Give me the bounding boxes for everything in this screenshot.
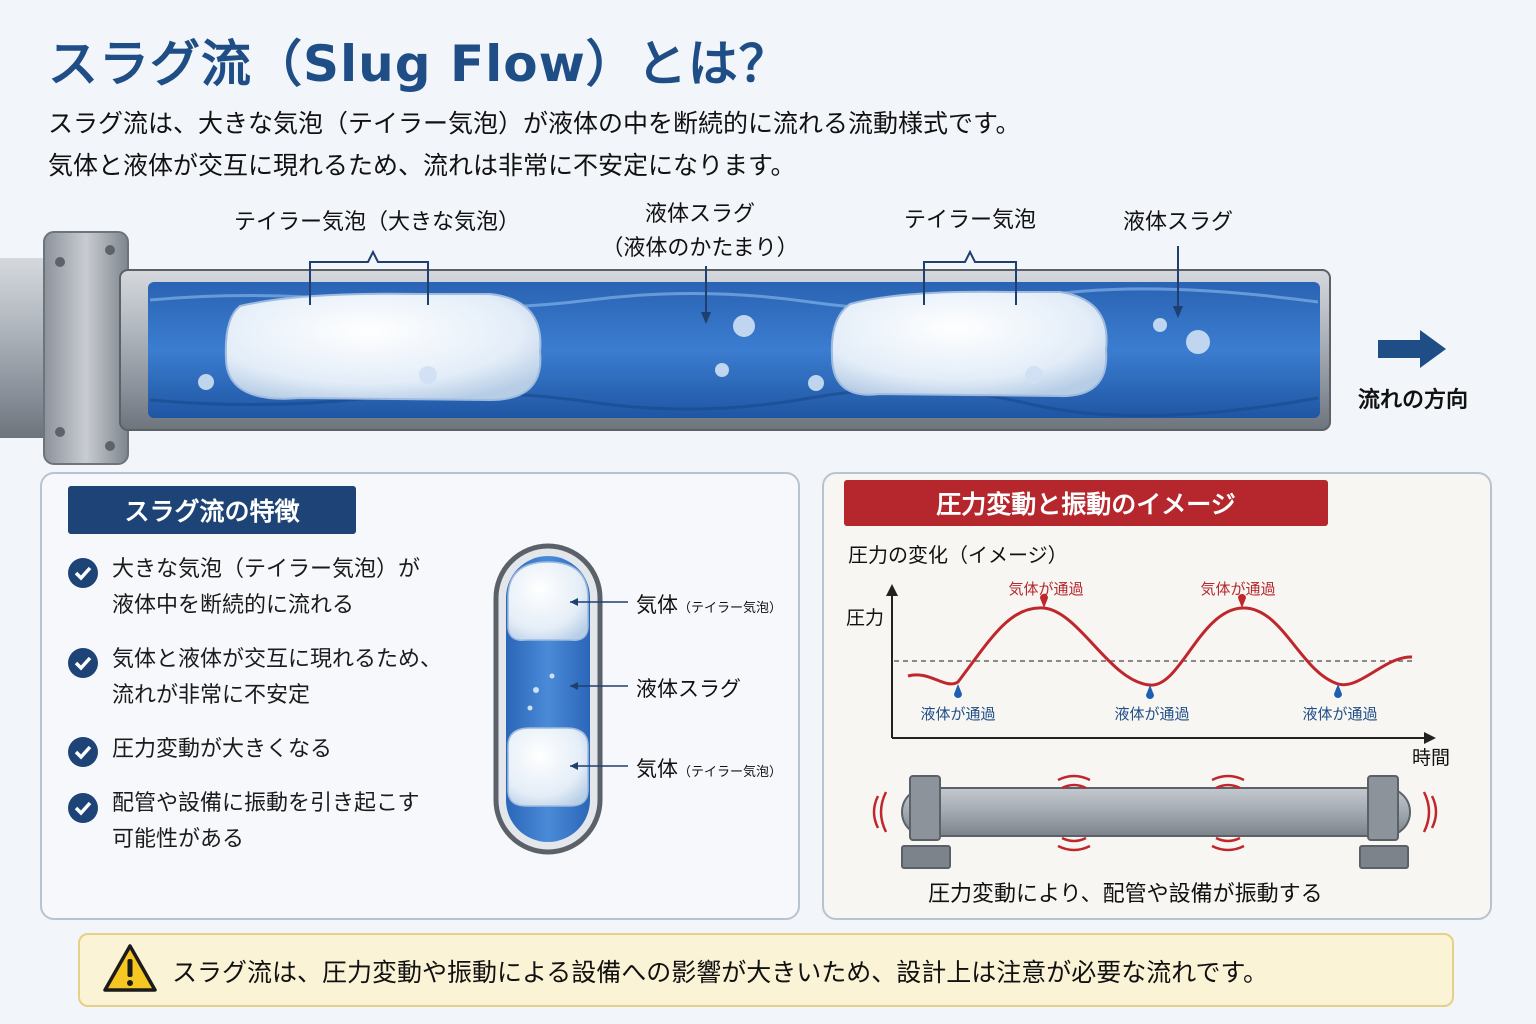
bracket-taylor-1 bbox=[309, 249, 429, 305]
capsule-gas-label-bottom-text: 気体 bbox=[636, 757, 678, 781]
feature-item-2: 気体と液体が交互に現れるため、 流れが非常に不安定 bbox=[112, 642, 442, 714]
small-bubble bbox=[1025, 366, 1043, 384]
small-bubble bbox=[549, 673, 555, 679]
y-axis-label: 圧力 bbox=[846, 607, 884, 629]
label-taylor-bubble-1: テイラー気泡（大きな気泡） bbox=[233, 210, 520, 235]
pointer-gas-bottom-head bbox=[570, 762, 578, 770]
small-bubble bbox=[527, 705, 533, 711]
small-bubble bbox=[715, 363, 729, 377]
x-axis-arrow bbox=[1424, 732, 1436, 744]
pointer-liquid-head bbox=[570, 682, 578, 690]
capsule-gas-label-top: 気体（テイラー気泡） bbox=[636, 589, 782, 619]
label-liquid-slug-1: 液体スラグ （液体のかたまり） bbox=[590, 198, 810, 266]
label-taylor-bubble-2: テイラー気泡 bbox=[903, 208, 1036, 233]
trough-marker bbox=[954, 684, 962, 698]
pressure-chart: 圧力の変化（イメージ） 圧力 時間 気体が通過 気体が通過 液体が通過 液体が通… bbox=[846, 543, 1450, 769]
peak-label: 気体が通過 bbox=[1200, 580, 1275, 598]
pointer-slug-2-head bbox=[1173, 306, 1183, 318]
check-icon bbox=[68, 558, 98, 588]
vibration-caption: 圧力変動により、配管や設備が振動する bbox=[928, 882, 1323, 907]
pipe-support-base-left bbox=[901, 845, 951, 869]
vibration-mark-bottom bbox=[1211, 836, 1245, 852]
flange-bolt bbox=[55, 257, 65, 267]
bracket-taylor-2 bbox=[923, 249, 1017, 305]
vibration-mark-right bbox=[1422, 791, 1438, 833]
flange-bolt bbox=[105, 245, 115, 255]
check-icon bbox=[68, 793, 98, 823]
wave-shadow bbox=[149, 387, 1319, 418]
warning-text: スラグ流は、圧力変動や振動による設備への影響が大きいため、設計上は注意が必要な流… bbox=[172, 958, 1269, 987]
small-bubble bbox=[808, 375, 824, 391]
vibration-mark-left bbox=[872, 791, 888, 833]
features-heading: スラグ流の特徴 bbox=[68, 486, 356, 534]
flow-direction-arrow-icon bbox=[1378, 330, 1446, 368]
warning-triangle-icon bbox=[103, 944, 157, 992]
peak-marker bbox=[1238, 594, 1246, 608]
feature-item-3: 圧力変動が大きくなる bbox=[112, 732, 332, 768]
check-icon bbox=[68, 737, 98, 767]
vibration-mark-bottom bbox=[1057, 836, 1091, 852]
capsule-gas-label-bottom: 気体（テイラー気泡） bbox=[636, 753, 782, 783]
chart-title: 圧力の変化（イメージ） bbox=[848, 543, 1068, 567]
capsule-gas-note-top: （テイラー気泡） bbox=[678, 601, 783, 616]
check-icon bbox=[68, 648, 98, 678]
vibrating-pipe bbox=[901, 787, 1411, 837]
pipe-support-left bbox=[909, 775, 941, 841]
pipe-support-base-right bbox=[1359, 845, 1409, 869]
feature-item-2-line2: 流れが非常に不安定 bbox=[112, 683, 311, 708]
label-liquid-slug-1-line1: 液体スラグ bbox=[644, 202, 755, 227]
capsule-gas-label-top-text: 気体 bbox=[636, 593, 678, 617]
vibration-mark-top bbox=[1211, 774, 1245, 790]
feature-item-1-line1: 大きな気泡（テイラー気泡）が bbox=[112, 557, 421, 582]
pipe-support-right bbox=[1367, 775, 1399, 841]
trough-marker bbox=[1146, 685, 1154, 699]
feature-item-2-line1: 気体と液体が交互に現れるため、 bbox=[112, 647, 443, 672]
capsule-gas-note-bottom: （テイラー気泡） bbox=[678, 765, 783, 780]
pointer-gas-top-head bbox=[570, 598, 578, 606]
feature-item-4-line1: 配管や設備に振動を引き起こす bbox=[112, 791, 420, 816]
feature-item-3-line1: 圧力変動が大きくなる bbox=[112, 737, 333, 762]
pressure-heading: 圧力変動と振動のイメージ bbox=[844, 480, 1328, 526]
trough-label: 液体が通過 bbox=[920, 705, 995, 723]
page-title: スラグ流（Slug Flow）とは？ bbox=[48, 35, 790, 93]
small-bubble bbox=[198, 374, 214, 390]
taylor-bubble-2 bbox=[830, 290, 1108, 398]
small-bubble bbox=[1153, 318, 1167, 332]
flange-bolt bbox=[105, 441, 115, 451]
capsule-liquid-label: 液体スラグ bbox=[636, 677, 741, 701]
capsule-gas-bubble-bottom bbox=[507, 727, 589, 807]
pressure-line bbox=[907, 606, 1413, 687]
small-bubble bbox=[733, 315, 755, 337]
label-liquid-slug-1-line2: （液体のかたまり） bbox=[601, 236, 799, 261]
pipe-illustration bbox=[0, 231, 1446, 465]
capsule-gas-bubble-top bbox=[507, 561, 589, 641]
feature-item-4-line2: 可能性がある bbox=[112, 827, 245, 852]
warning-banner bbox=[78, 933, 1454, 1007]
vibration-mark-top bbox=[1057, 774, 1091, 790]
flow-direction-label: 流れの方向 bbox=[1358, 388, 1469, 413]
peak-label: 気体が通過 bbox=[1008, 580, 1083, 598]
vibrating-pipe-illustration bbox=[872, 774, 1438, 869]
trough-label: 液体が通過 bbox=[1114, 705, 1189, 723]
small-bubble bbox=[419, 366, 437, 384]
feature-item-1-line2: 液体中を断続的に流れる bbox=[112, 593, 355, 618]
small-bubble bbox=[533, 687, 539, 693]
pointer-slug-1-head bbox=[701, 312, 711, 324]
label-liquid-slug-2: 液体スラグ bbox=[1122, 210, 1233, 235]
trough-marker bbox=[1334, 684, 1342, 698]
taylor-bubble-1 bbox=[224, 292, 542, 402]
feature-item-4: 配管や設備に振動を引き起こす 可能性がある bbox=[112, 786, 420, 858]
small-bubble bbox=[1186, 330, 1210, 354]
trough-label: 液体が通過 bbox=[1302, 705, 1377, 723]
intro-line-1: スラグ流は、大きな気泡（テイラー気泡）が液体の中を断続的に流れる流動様式です。 bbox=[48, 109, 1021, 138]
features-panel bbox=[40, 472, 800, 920]
feature-item-1: 大きな気泡（テイラー気泡）が 液体中を断続的に流れる bbox=[112, 552, 420, 624]
flange-bolt bbox=[55, 427, 65, 437]
peak-marker bbox=[1040, 594, 1048, 608]
intro-line-2: 気体と液体が交互に現れるため、流れは非常に不安定になります。 bbox=[48, 151, 796, 180]
x-axis-label: 時間 bbox=[1412, 747, 1450, 769]
vertical-slug-capsule bbox=[493, 543, 628, 855]
y-axis-arrow bbox=[886, 584, 898, 596]
